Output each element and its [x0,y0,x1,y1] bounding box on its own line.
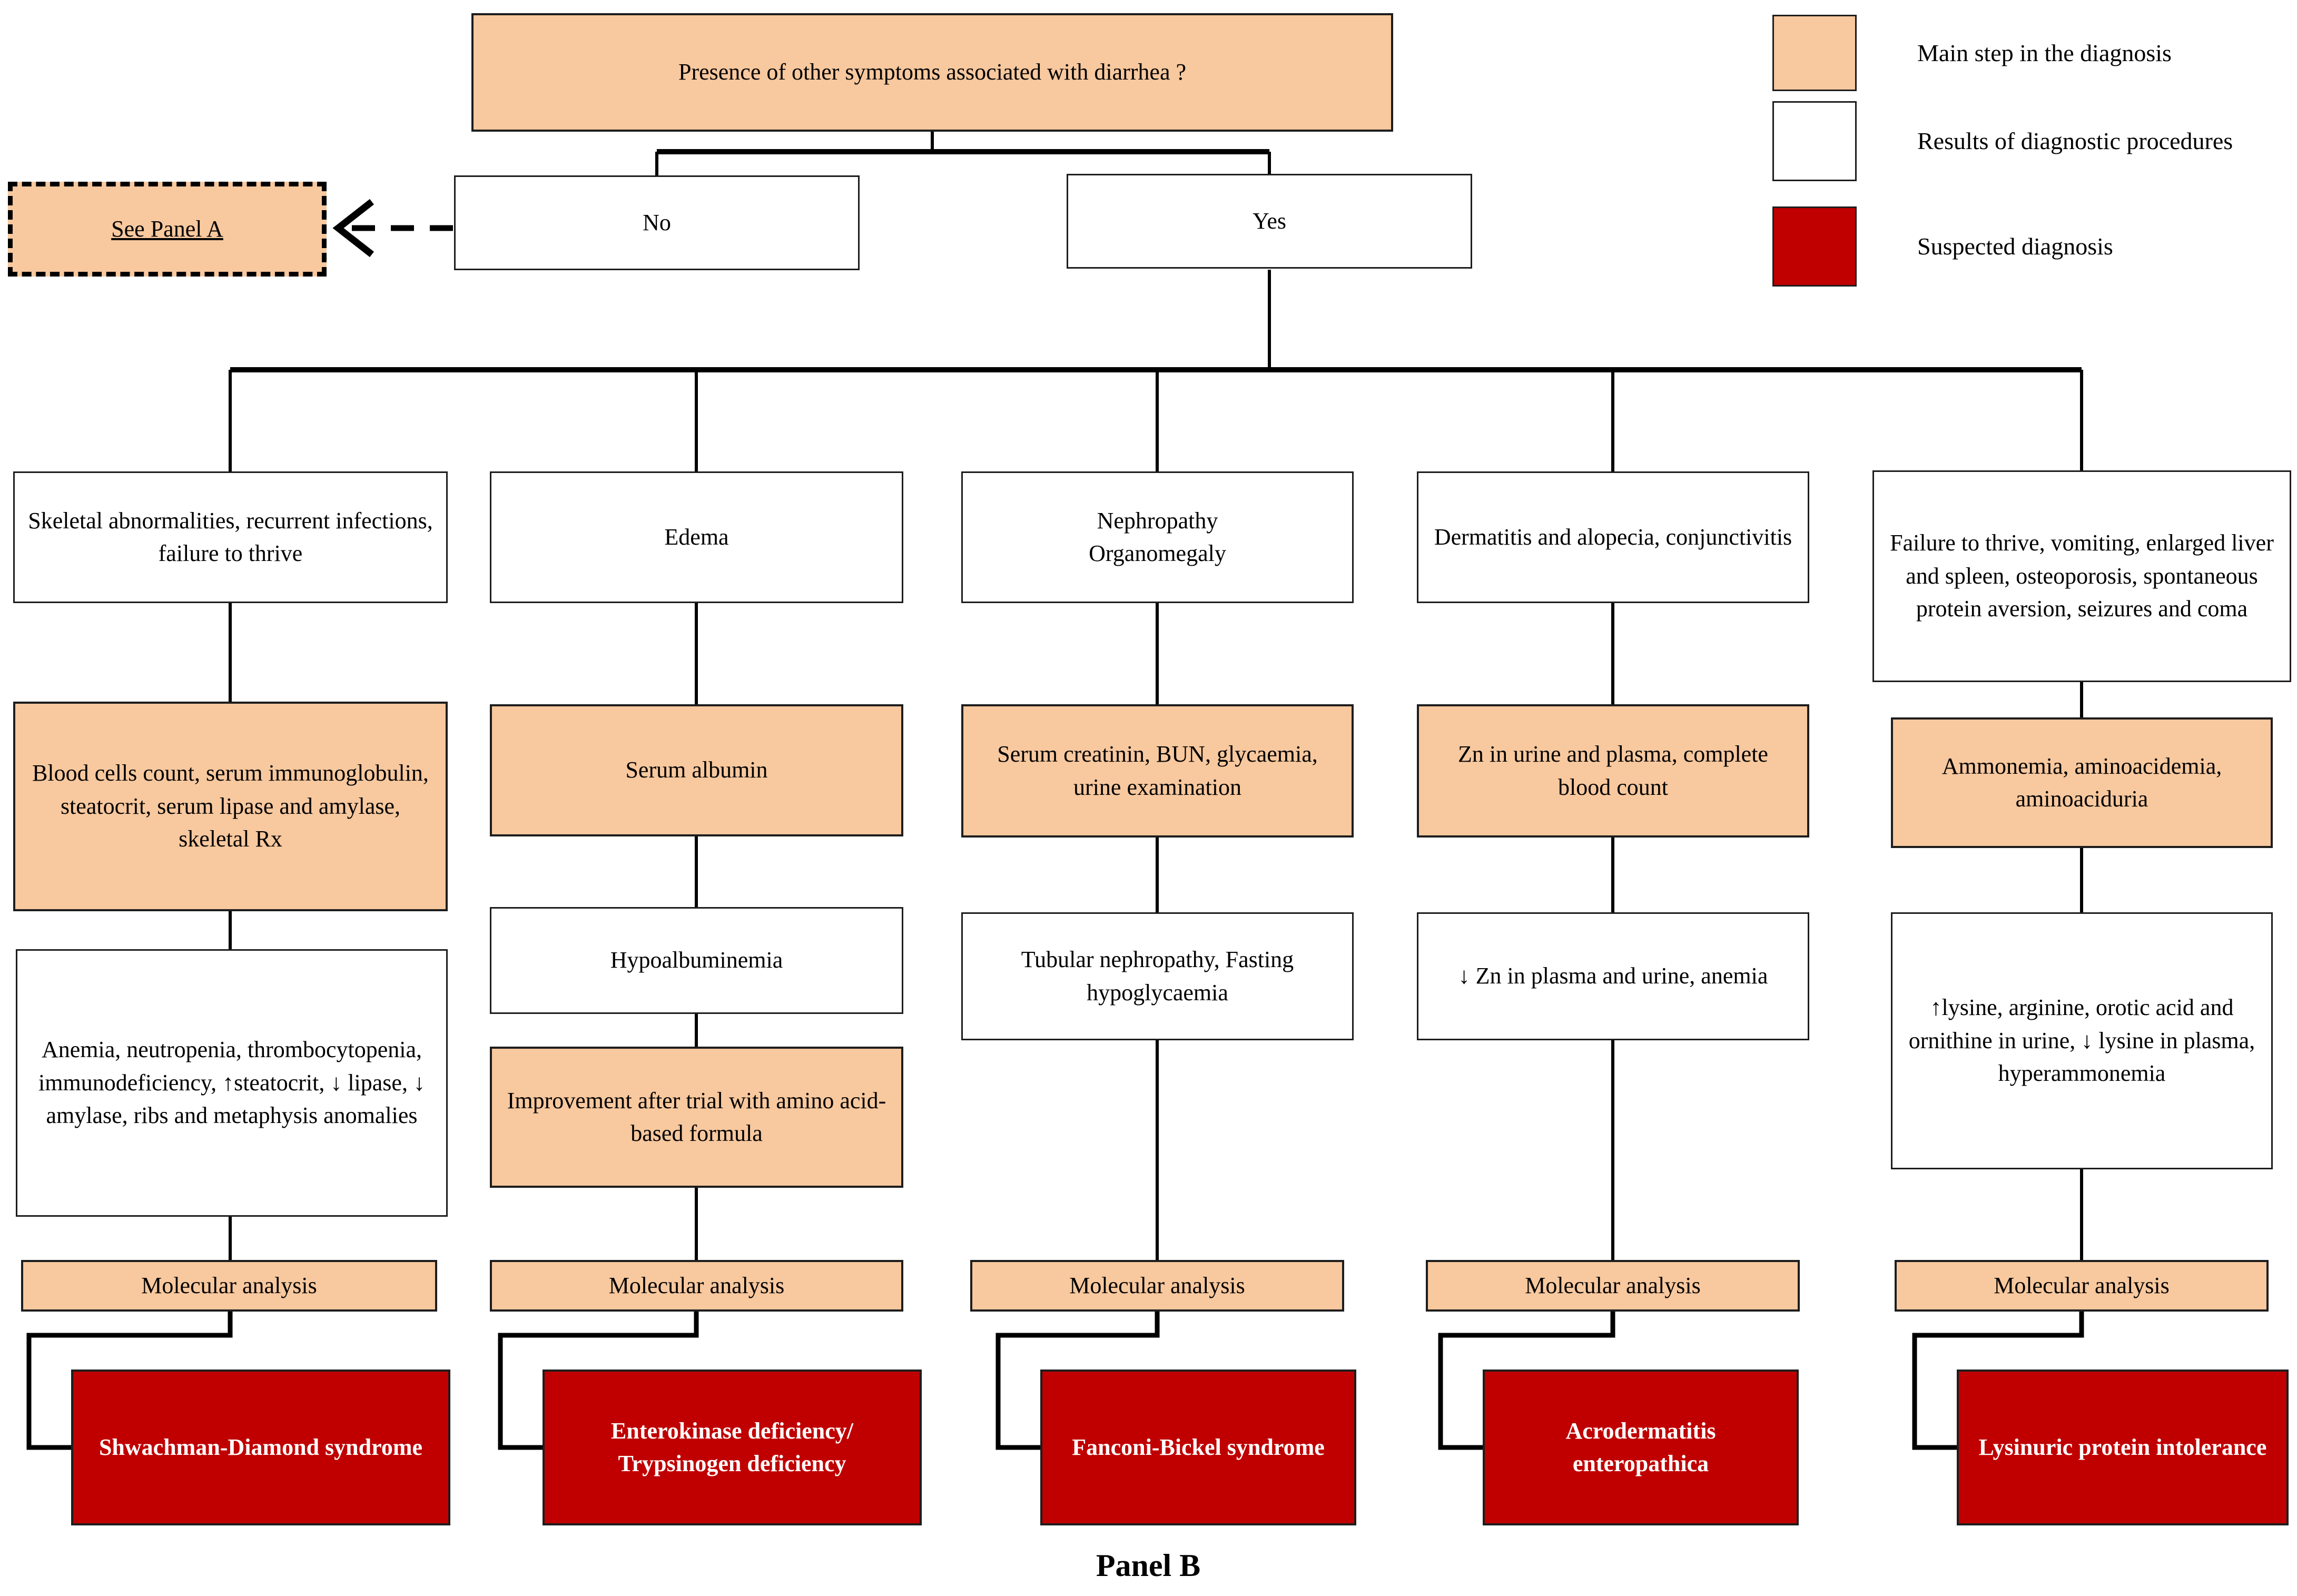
col5-molecular-analysis-text: Molecular analysis [1994,1272,2170,1298]
col1-results-box: Anemia, neutropenia, thrombocytopenia, i… [16,949,448,1217]
connector-elbow-col2 [498,1312,699,1450]
dashed-arrow-head-icon [332,199,374,258]
yes-label: Yes [1252,208,1287,234]
col1-diagnosis-box: Shwachman-Diamond syndrome [71,1370,450,1525]
legend-swatch-results [1772,101,1857,181]
col1-main-step-text: Blood cells count, serum immunoglobulin,… [32,760,429,852]
col4-diagnosis-box: Acrodermatitis enteropathica [1483,1370,1799,1525]
panel-title: Panel B [1096,1548,1201,1583]
col4-symptoms-box: Dermatitis and alopecia, conjunctivitis [1417,471,1809,603]
yes-box: Yes [1067,174,1472,269]
col5-main-step-box: Ammonemia, aminoacidemia, aminoaciduria [1891,717,2273,848]
col3-main-step-text: Serum creatinin, BUN, glycaemia, urine e… [997,741,1318,800]
question-box: Presence of other symptoms associated wi… [471,13,1393,132]
col5-molecular-analysis-box: Molecular analysis [1895,1260,2269,1312]
legend-label-main-step: Main step in the diagnosis [1917,39,2172,66]
col1-diagnosis-text: Shwachman-Diamond syndrome [98,1434,423,1460]
col2-symptoms-box: Edema [490,471,903,603]
col5-results-text: ↑lysine, arginine, orotic acid and ornit… [1908,994,2255,1087]
col3-main-step-box: Serum creatinin, BUN, glycaemia, urine e… [961,704,1354,838]
col2-diagnosis-text: Enterokinase deficiency/ Trypsinogen def… [611,1417,853,1476]
question-text: Presence of other symptoms associated wi… [678,59,1187,85]
col3-symptoms-text: Nephropathy Organomegaly [1089,507,1226,566]
col4-diagnosis-text: Acrodermatitis enteropathica [1565,1417,1716,1476]
col5-main-step-text: Ammonemia, aminoacidemia, aminoaciduria [1941,753,2222,812]
col3-symptoms-box: Nephropathy Organomegaly [961,471,1354,603]
col4-results-text: ↓ Zn in plasma and urine, anemia [1458,963,1768,989]
col5-symptoms-text: Failure to thrive, vomiting, enlarged li… [1890,530,2274,622]
col2-molecular-analysis-text: Molecular analysis [608,1272,785,1298]
col2-followup-step-box: Improvement after trial with amino acid-… [490,1047,903,1188]
see-panel-a-label: See Panel A [111,215,223,242]
col1-symptoms-text: Skeletal abnormalities, recurrent infect… [28,507,433,566]
col2-main-step-text: Serum albumin [625,757,768,783]
col3-diagnosis-box: Fanconi-Bickel syndrome [1040,1370,1356,1525]
col5-diagnosis-box: Lysinuric protein intolerance [1957,1370,2289,1525]
col3-results-box: Tubular nephropathy, Fasting hypoglycaem… [961,912,1354,1040]
col3-diagnosis-text: Fanconi-Bickel syndrome [1072,1434,1325,1460]
col2-results-text: Hypoalbuminemia [610,947,783,973]
col4-molecular-analysis-text: Molecular analysis [1525,1272,1701,1298]
connector-elbow-col3 [995,1312,1160,1450]
no-box: No [454,175,860,270]
col4-symptoms-text: Dermatitis and alopecia, conjunctivitis [1434,524,1792,550]
col2-followup-step-text: Improvement after trial with amino acid-… [507,1087,886,1146]
connector-elbow-col1 [26,1312,233,1450]
col4-results-box: ↓ Zn in plasma and urine, anemia [1417,912,1809,1040]
no-label: No [643,209,671,235]
see-panel-a-box: See Panel A [8,182,327,277]
col2-symptoms-text: Edema [664,524,729,550]
legend-swatch-diagnosis [1772,206,1857,287]
col1-molecular-analysis-text: Molecular analysis [141,1272,317,1298]
legend-swatch-main-step [1772,15,1857,91]
col3-results-text: Tubular nephropathy, Fasting hypoglycaem… [1021,947,1294,1006]
connector-elbow-col4 [1438,1312,1615,1450]
col4-molecular-analysis-box: Molecular analysis [1426,1260,1800,1312]
col1-molecular-analysis-box: Molecular analysis [21,1260,437,1312]
col1-results-text: Anemia, neutropenia, thrombocytopenia, i… [38,1037,425,1129]
col2-main-step-box: Serum albumin [490,704,903,836]
col1-main-step-box: Blood cells count, serum immunoglobulin,… [13,702,448,911]
col1-symptoms-box: Skeletal abnormalities, recurrent infect… [13,471,448,603]
col2-diagnosis-box: Enterokinase deficiency/ Trypsinogen def… [543,1370,922,1525]
col3-molecular-analysis-box: Molecular analysis [970,1260,1344,1312]
legend-label-diagnosis: Suspected diagnosis [1917,233,2113,260]
legend-label-results: Results of diagnostic procedures [1917,127,2233,155]
col4-main-step-box: Zn in urine and plasma, complete blood c… [1417,704,1809,838]
col5-diagnosis-text: Lysinuric protein intolerance [1978,1434,2267,1460]
col5-results-box: ↑lysine, arginine, orotic acid and ornit… [1891,912,2273,1169]
col4-main-step-text: Zn in urine and plasma, complete blood c… [1458,741,1768,800]
col2-results-box: Hypoalbuminemia [490,907,903,1014]
col5-symptoms-box: Failure to thrive, vomiting, enlarged li… [1872,470,2291,682]
connector-elbow-col5 [1912,1312,2084,1450]
col3-molecular-analysis-text: Molecular analysis [1069,1272,1245,1298]
col2-molecular-analysis-box: Molecular analysis [490,1260,903,1312]
